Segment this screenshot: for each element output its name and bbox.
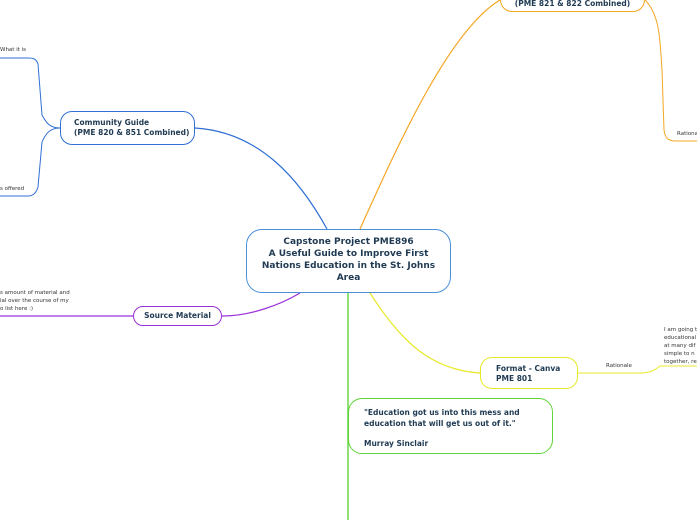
top-right-subtitle: (PME 821 & 822 Combined)	[514, 0, 631, 8]
community-guide-title: Community Guide	[74, 118, 150, 127]
central-title-line2: A Useful Guide to Improve First	[268, 249, 429, 259]
source-material-label: Source Material	[144, 311, 211, 320]
format-note-line2: educational	[664, 335, 697, 341]
quote-author: Murray Sinclair	[364, 439, 429, 448]
quote-line1: "Education got us into this mess and	[364, 408, 520, 417]
central-title-line1: Capstone Project PME896	[283, 237, 414, 247]
source-note-line1: s amount of material and	[0, 290, 70, 296]
top-right-node[interactable]: (PME 821 & 822 Combined)	[500, 0, 645, 12]
connector-format	[369, 292, 481, 374]
central-topic[interactable]: Capstone Project PME896 A Useful Guide t…	[246, 229, 451, 293]
connector-what-it-is	[0, 57, 61, 129]
central-title-line4: Area	[336, 273, 361, 283]
format-rationale-label[interactable]: Rationale	[606, 363, 632, 369]
format-note-line5: together, re	[664, 359, 697, 365]
connector-rationale-top	[644, 0, 697, 142]
format-subtitle: PME 801	[496, 374, 533, 383]
top-rationale-label[interactable]: Rationale	[677, 131, 697, 137]
community-guide-subtitle: (PME 820 & 851 Combined)	[74, 128, 190, 137]
community-guide-node[interactable]: Community Guide (PME 820 & 851 Combined)	[60, 111, 195, 145]
connector-format-rationale	[578, 365, 697, 374]
format-note-line4: simple to n	[664, 351, 695, 357]
connector-source-material	[221, 292, 301, 317]
format-title: Format - Canva	[496, 364, 561, 373]
quote-line2: education that will get us out of it."	[364, 419, 516, 428]
format-note-line1: I am going t	[664, 327, 697, 333]
format-note-line3: at many dif	[664, 343, 696, 349]
offered-label[interactable]: s offered	[0, 186, 25, 192]
format-node[interactable]: Format - Canva PME 801	[480, 357, 578, 389]
quote-node[interactable]: "Education got us into this mess and edu…	[348, 398, 553, 454]
central-title-line3: Nations Education in the St. Johns	[261, 261, 436, 271]
source-note-line2: ial over the course of my	[0, 298, 69, 304]
source-material-node[interactable]: Source Material	[133, 306, 222, 326]
connector-community-guide	[194, 127, 328, 230]
connector-top-right	[359, 0, 501, 230]
connector-offered	[0, 127, 61, 197]
what-it-is-label[interactable]: What it is	[0, 47, 27, 53]
source-note-line3: o list here :)	[0, 306, 34, 312]
